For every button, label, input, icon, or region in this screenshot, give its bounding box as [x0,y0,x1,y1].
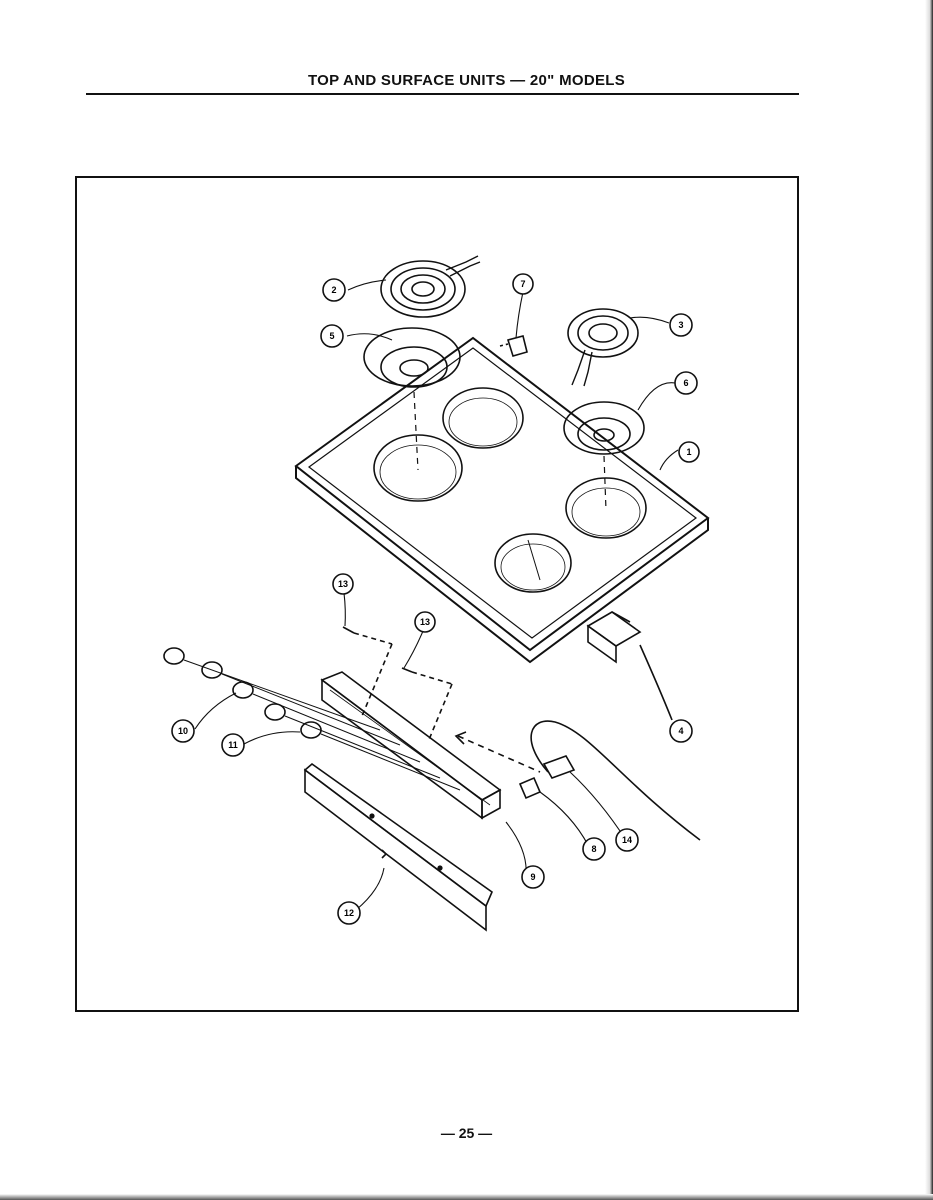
callout-10: 10 [171,719,195,743]
callout-label-5: 5 [329,331,334,341]
screws [342,626,453,743]
callout-label-8: 8 [591,844,596,854]
cooktop [294,336,710,664]
callout-8: 8 [582,837,606,861]
callout-label-3: 3 [678,320,683,330]
callout-label-6: 6 [683,378,688,388]
callout-3: 3 [669,313,693,337]
scan-edge [925,0,933,1200]
callout-label-9: 9 [530,872,535,882]
surface-element-small [567,308,639,387]
callout-9: 9 [521,865,545,889]
callout-14: 14 [615,828,639,852]
callout-label-2: 2 [331,285,336,295]
callouts: 1 2 3 4 5 6 7 8 9 10 11 12 13 13 14 [171,273,700,925]
control-panel [320,671,502,820]
callout-label-14: 14 [622,835,632,845]
page-number: — 25 — [440,1125,493,1141]
callout-label-13-upper: 13 [338,579,348,589]
callout-label-13-lower: 13 [420,617,430,627]
callout-label-4: 4 [678,726,683,736]
back-panel [303,762,493,932]
callout-12: 12 [337,901,361,925]
callout-5: 5 [320,324,344,348]
diagram-frame [75,176,799,1012]
callout-13-upper: 13 [332,573,354,595]
terminal-block [586,611,673,721]
callout-4: 4 [669,719,693,743]
scan-bottom-edge [0,1194,933,1200]
callout-2: 2 [322,278,346,302]
callout-label-10: 10 [178,726,188,736]
title-rule [86,93,799,95]
control-knobs [163,647,461,791]
callout-11: 11 [221,733,245,757]
hinge-clip [499,335,528,357]
callout-label-1: 1 [686,447,691,457]
callout-label-12: 12 [344,908,354,918]
page-title: TOP AND SURFACE UNITS — 20" MODELS [307,72,626,89]
callout-label-11: 11 [228,740,238,750]
callout-7: 7 [512,273,534,295]
power-cord [454,720,701,841]
drip-pan-right [563,401,645,511]
drip-pan-left [363,327,461,471]
callout-13-lower: 13 [414,611,436,633]
callout-1: 1 [678,441,700,463]
surface-element-large [380,255,481,318]
callout-6: 6 [674,371,698,395]
callout-label-7: 7 [520,279,525,289]
